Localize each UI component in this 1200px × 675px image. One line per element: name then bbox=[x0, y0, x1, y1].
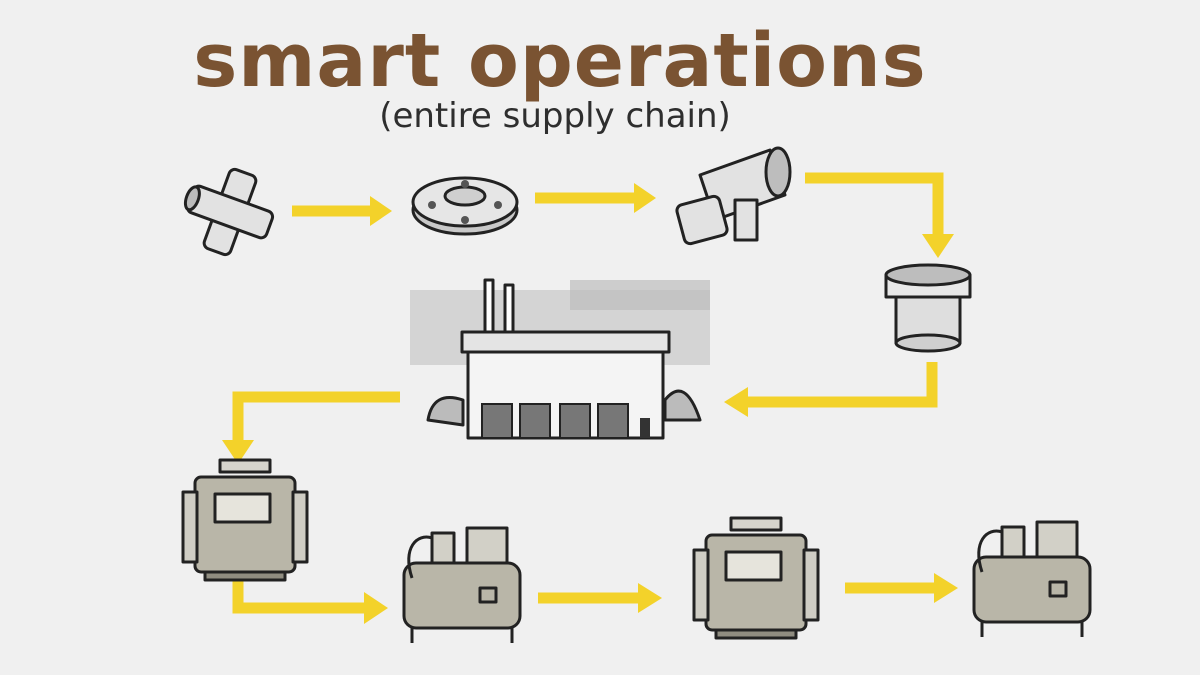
motor-icon bbox=[692, 516, 820, 640]
arrow-motor-to-compressor-2 bbox=[845, 573, 958, 603]
motor-icon bbox=[181, 458, 309, 582]
tee-pipe-icon bbox=[675, 146, 792, 246]
subtitle: (entire supply chain) bbox=[379, 96, 731, 136]
arrow-tee-to-cap bbox=[805, 172, 954, 258]
compressor-icon bbox=[402, 526, 522, 645]
cross-pipe-icon bbox=[183, 167, 275, 257]
arrow-motor-to-compressor bbox=[232, 580, 388, 624]
arrow-compressor-to-motor bbox=[538, 583, 662, 613]
flange-icon bbox=[411, 176, 519, 236]
compressor-icon bbox=[972, 520, 1092, 639]
arrow-factory-to-motor bbox=[222, 391, 400, 464]
title: smart operations bbox=[193, 18, 927, 104]
arrow-flange-to-tee bbox=[535, 183, 656, 213]
arrow-cap-to-factory bbox=[724, 362, 938, 417]
arrow-cross-to-flange bbox=[292, 196, 392, 226]
factory-icon bbox=[410, 278, 710, 440]
pipe-cap-icon bbox=[884, 263, 972, 353]
